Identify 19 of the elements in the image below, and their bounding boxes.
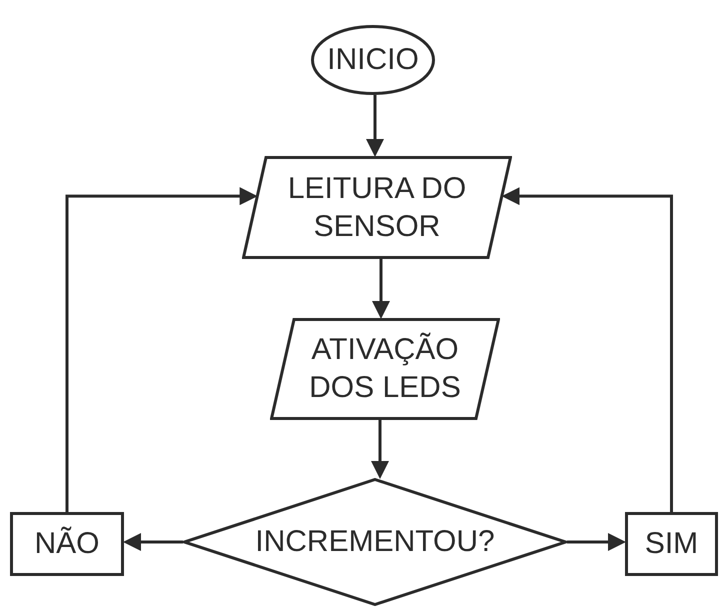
- node-label: NÃO: [34, 526, 100, 562]
- node-label: ATIVAÇÃO DOS LEDS: [308, 332, 462, 406]
- process-parallelogram: [270, 318, 500, 420]
- input-parallelogram: [242, 156, 512, 259]
- arrow: [371, 420, 389, 479]
- node-label: SIM: [644, 526, 698, 562]
- node-label: INCREMENTOU?: [255, 524, 495, 560]
- start-ellipse: [311, 25, 435, 95]
- process-box: [625, 512, 718, 576]
- node-label: LEITURA DO SENSOR: [286, 170, 468, 244]
- arrow: [123, 533, 183, 551]
- decision-diamond: [183, 478, 567, 606]
- arrow: [502, 187, 673, 512]
- arrow: [66, 187, 258, 512]
- arrow: [372, 259, 390, 319]
- node-label: INICIO: [327, 42, 419, 78]
- arrow: [366, 95, 384, 157]
- process-box: [10, 512, 124, 576]
- arrow: [567, 533, 626, 551]
